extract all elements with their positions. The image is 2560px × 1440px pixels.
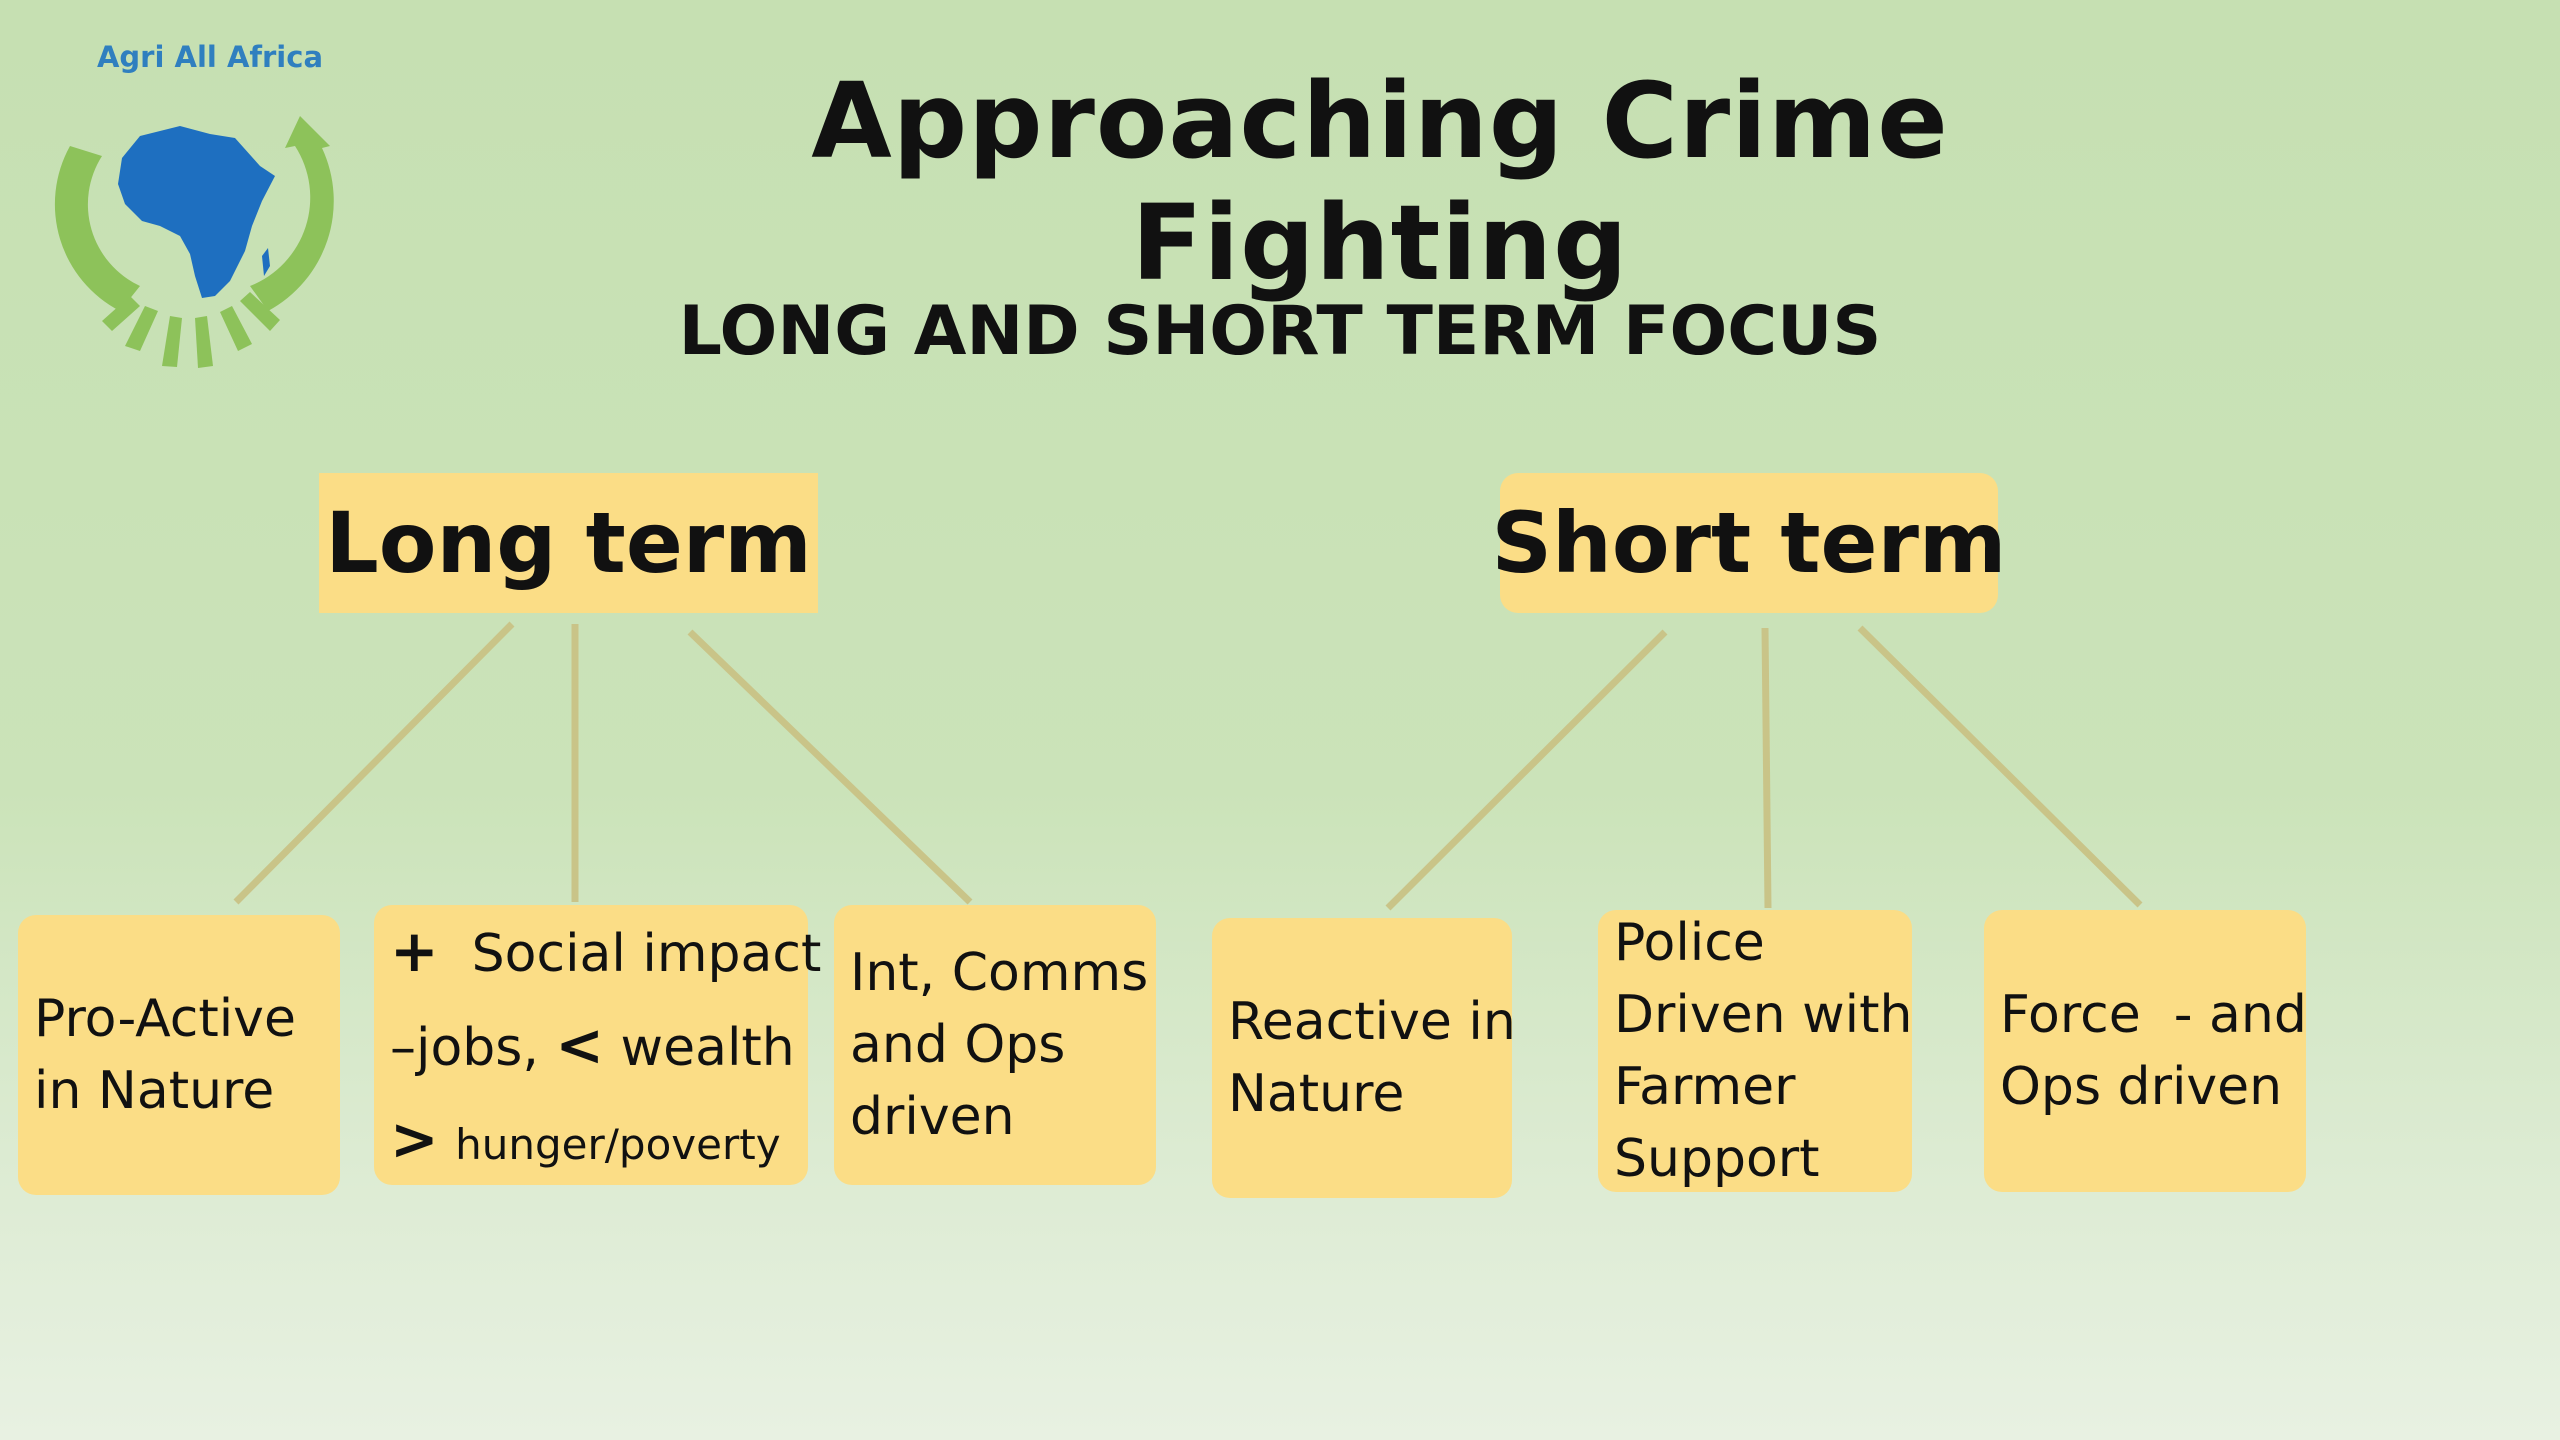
long-term-heading: Long term [319,473,818,613]
less-than-symbol: < [555,1011,605,1079]
greater-than-symbol: > [390,1105,439,1173]
box-line: > hunger/poverty [390,1105,781,1173]
box-line: and Ops [850,1015,1066,1075]
short-term-box-force: Force - and Ops driven [1984,910,2307,1192]
plus-symbol: + [390,917,439,985]
box-line: Pro-Active [34,989,296,1049]
agri-all-africa-logo: Agri All Africa [30,40,350,368]
slide-title: Approaching Crime Fighting [811,60,1949,304]
connector-short-middle [1761,627,1772,909]
box-line: driven [850,1087,1015,1147]
short-term-heading: Short term [1492,473,2006,613]
long-term-box-proactive: Pro-Active in Nature [18,915,340,1195]
logo-text: Agri All Africa [96,40,324,74]
short-term-box-police: Police Driven with Farmer Support [1598,910,1912,1192]
connector-long-left [233,621,515,905]
connector-short-left [1385,629,1668,911]
box-line: Force - and [2000,985,2307,1045]
long-term-heading-label: Long term [325,494,812,592]
box-line: Ops driven [2000,1057,2283,1117]
box-line: Support [1614,1129,1820,1189]
connector-long-right [687,629,973,905]
box-line: + Social impact [390,905,821,1000]
short-term-heading-label: Short term [1491,494,2007,592]
social-impact-text: Social impact [471,924,822,984]
box-line: Nature [1228,1064,1405,1124]
box-line: Police [1614,913,1765,973]
africa-map-icon [54,116,334,368]
box-line: Farmer [1614,1057,1796,1117]
box-line: –jobs, < wealth [390,1011,795,1079]
connector-short-right [1857,625,2143,908]
slide-subtitle: LONG AND SHORT TERM FOCUS [678,292,1882,371]
box-line: Reactive in [1228,992,1516,1052]
box-line: Driven with [1614,985,1913,1045]
box-line: in Nature [34,1061,275,1121]
long-term-box-social-impact: + Social impact –jobs, < wealth > hunger… [374,905,821,1185]
box-line: Int, Comms [850,943,1149,1003]
short-term-box-reactive: Reactive in Nature [1212,918,1516,1198]
long-term-box-int-comms: Int, Comms and Ops driven [834,905,1156,1185]
